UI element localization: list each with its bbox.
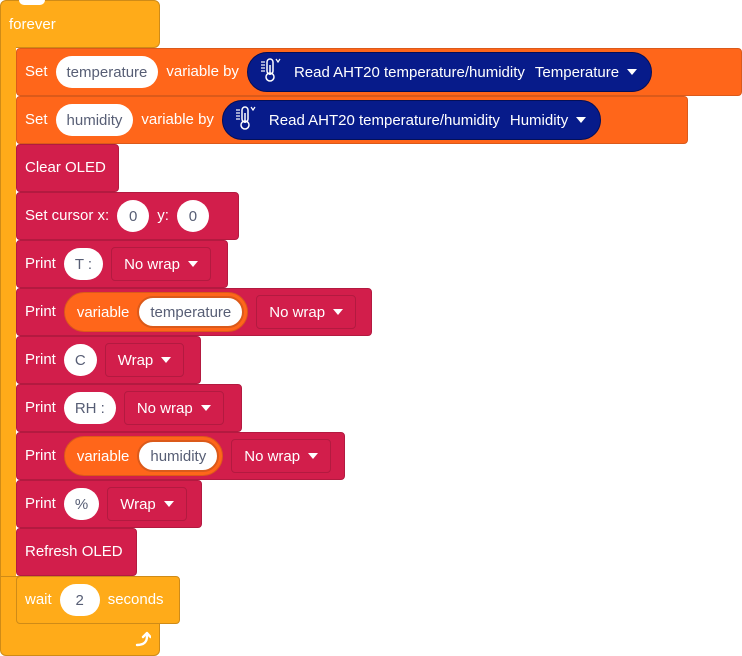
variable-humidity-field[interactable]: humidity (55, 104, 134, 136)
wrap-value: No wrap (136, 399, 193, 417)
wait-seconds-input[interactable]: 2 (59, 584, 100, 616)
variable-by-label: variable by (141, 111, 214, 128)
print-text-block[interactable]: Print T : No wrap (16, 240, 228, 288)
wrap-dropdown[interactable]: No wrap (231, 439, 332, 473)
caret-down-icon (576, 117, 587, 123)
print-text-input[interactable]: RH : (63, 392, 116, 424)
refresh-oled-block[interactable]: Refresh OLED (16, 528, 137, 576)
print-label: Print (25, 495, 56, 512)
temperature-option-dropdown[interactable]: Temperature (534, 63, 638, 81)
print-text-block[interactable]: Print C Wrap (16, 336, 201, 384)
caret-down-icon (627, 69, 638, 75)
print-label: Print (25, 447, 56, 464)
print-variable-block[interactable]: Print variable temperature No wrap (16, 288, 372, 336)
caret-down-icon (161, 357, 172, 363)
dropdown-value: Humidity (509, 111, 569, 129)
wrap-value: Wrap (117, 351, 154, 369)
loop-arrow-icon (133, 631, 152, 654)
print-variable-block[interactable]: Print variable humidity No wrap (16, 432, 345, 480)
print-text-input[interactable]: T : (63, 248, 104, 280)
set-cursor-block[interactable]: Set cursor x: 0 y: 0 (16, 192, 239, 240)
humidity-option-dropdown[interactable]: Humidity (509, 111, 587, 129)
variable-temperature-field[interactable]: temperature (55, 56, 159, 88)
variable-label: variable (76, 303, 130, 321)
set-cursor-x-label: Set cursor x: (25, 207, 110, 224)
print-text-input[interactable]: % (63, 488, 100, 520)
refresh-oled-label: Refresh OLED (25, 543, 123, 560)
wrap-dropdown[interactable]: No wrap (123, 391, 224, 425)
read-aht20-humidity-reporter[interactable]: Read AHT20 temperature/humidity Humidity (221, 100, 602, 140)
set-humidity-block[interactable]: Set humidity variable by Read AHT20 temp… (16, 96, 688, 144)
variable-name-field[interactable]: temperature (137, 296, 245, 328)
thermometer-icon (258, 56, 284, 88)
wrap-dropdown[interactable]: Wrap (107, 487, 187, 521)
caret-down-icon (333, 309, 344, 315)
wrap-dropdown[interactable]: Wrap (104, 343, 185, 377)
set-label: Set (25, 63, 48, 80)
print-label: Print (25, 351, 56, 368)
wait-block[interactable]: wait 2 seconds (16, 576, 180, 624)
wrap-value: No wrap (244, 447, 301, 465)
print-label: Print (25, 303, 56, 320)
reporter-label: Read AHT20 temperature/humidity (293, 63, 525, 81)
variable-reporter[interactable]: variable humidity (63, 436, 224, 476)
thermometer-icon (233, 104, 259, 136)
reporter-label: Read AHT20 temperature/humidity (268, 111, 500, 129)
variable-name-field[interactable]: humidity (137, 440, 220, 472)
variable-by-label: variable by (166, 63, 239, 80)
set-temperature-block[interactable]: Set temperature variable by Read AHT20 t… (16, 48, 742, 96)
wrap-value: Wrap (120, 495, 156, 513)
wrap-value: No wrap (124, 255, 180, 273)
print-text-block[interactable]: Print RH : No wrap (16, 384, 242, 432)
caret-down-icon (200, 405, 211, 411)
forever-label: forever (9, 16, 56, 33)
caret-down-icon (187, 261, 198, 267)
dropdown-value: Temperature (534, 63, 620, 81)
seconds-label: seconds (107, 591, 164, 608)
forever-arm (0, 46, 16, 578)
wrap-dropdown[interactable]: No wrap (256, 295, 357, 329)
print-label: Print (25, 399, 56, 416)
print-text-input[interactable]: C (63, 344, 97, 376)
cursor-y-label: y: (157, 207, 169, 224)
wrap-value: No wrap (269, 303, 326, 321)
variable-reporter[interactable]: variable temperature (63, 292, 249, 332)
wrap-dropdown[interactable]: No wrap (111, 247, 211, 281)
cursor-y-input[interactable]: 0 (176, 200, 209, 232)
read-aht20-temperature-reporter[interactable]: Read AHT20 temperature/humidity Temperat… (246, 52, 653, 92)
set-label: Set (25, 111, 48, 128)
print-text-block[interactable]: Print % Wrap (16, 480, 202, 528)
cursor-x-input[interactable]: 0 (117, 200, 150, 232)
caret-down-icon (308, 453, 319, 459)
caret-down-icon (163, 501, 174, 507)
print-label: Print (25, 255, 56, 272)
variable-label: variable (76, 447, 130, 465)
clear-oled-block[interactable]: Clear OLED (16, 144, 119, 192)
wait-label: wait (25, 591, 52, 608)
block-notch (19, 0, 45, 5)
forever-block[interactable]: forever (0, 0, 160, 48)
clear-oled-label: Clear OLED (25, 159, 106, 176)
